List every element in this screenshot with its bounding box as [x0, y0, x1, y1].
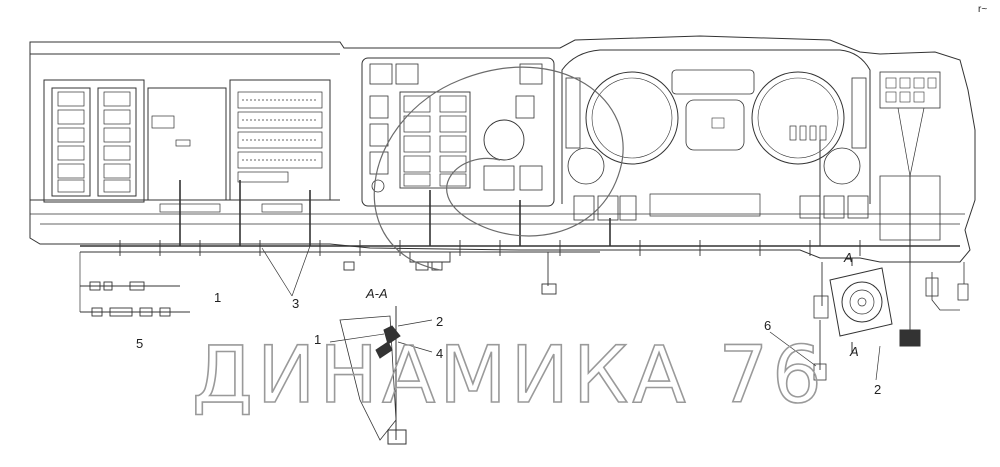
watermark-text: ДИНАМИКА 76 [192, 331, 826, 421]
callout-4-section: 4 [436, 346, 443, 361]
callout-6: 6 [764, 318, 771, 333]
left-fuse-panel [43, 79, 331, 213]
harness-ties [119, 240, 861, 256]
pendant-connectors [343, 252, 557, 295]
callout-1-section: 1 [314, 332, 321, 347]
section-mark-top: A [843, 250, 853, 265]
section-title: A-A [365, 286, 388, 301]
dashboard-outline [29, 35, 976, 263]
callout-5: 5 [136, 336, 143, 351]
main-harness [80, 140, 960, 262]
section-aa-detail [329, 306, 433, 445]
connector-group-5 [79, 252, 190, 317]
sensor-assembly [813, 258, 969, 381]
callout-2-section: 2 [436, 314, 443, 329]
callout-3: 3 [292, 296, 299, 311]
stamp-loop [373, 66, 624, 271]
instrument-cluster [561, 49, 871, 221]
callout-2-right: 2 [874, 382, 881, 397]
center-console [361, 57, 555, 207]
corner-mark: r~ [978, 4, 987, 15]
leader-lines [261, 245, 881, 381]
callout-1: 1 [214, 290, 221, 305]
section-mark-bottom: A [849, 344, 859, 359]
